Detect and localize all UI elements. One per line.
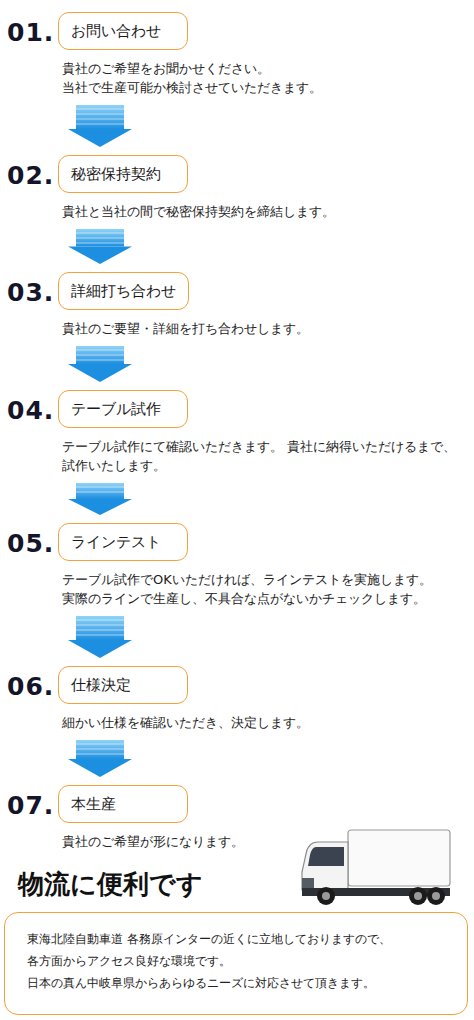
process-step: 仕様決定細かい仕様を確認いただき、決定します。 xyxy=(58,666,470,732)
process-step: 詳細打ち合わせ貴社のご要望・詳細を打ち合わせします。 xyxy=(58,272,470,338)
process-step: 秘密保持契約貴社と当社の間で秘密保持契約を締結します。 xyxy=(58,155,470,221)
step-number: 05. xyxy=(7,530,54,558)
step-number: 03. xyxy=(7,279,54,307)
flow-arrow xyxy=(68,740,132,777)
step-number: 02. xyxy=(7,162,54,190)
step-description: 細かい仕様を確認いただき、決定します。 xyxy=(62,713,470,732)
step-title: お問い合わせ xyxy=(58,12,188,50)
info-box: 東海北陸自動車道 各務原インターの近くに立地しておりますので、 各方面からアクセ… xyxy=(4,912,468,1015)
flow-arrow xyxy=(68,616,132,658)
step-title: 詳細打ち合わせ xyxy=(58,272,189,310)
step-title: 仕様決定 xyxy=(58,666,188,704)
flow-arrow xyxy=(68,346,132,382)
info-text: 東海北陸自動車道 各務原インターの近くに立地しておりますので、 各方面からアクセ… xyxy=(27,928,459,994)
step-title: 秘密保持契約 xyxy=(58,155,188,193)
process-step: お問い合わせ貴社のご希望をお聞かせください。 当社で生産可能か検討させていただき… xyxy=(58,12,470,97)
step-number: 06. xyxy=(7,673,54,701)
step-description: 貴社のご希望をお聞かせください。 当社で生産可能か検討させていただきます。 xyxy=(62,59,470,97)
process-step: テーブル試作テーブル試作にて確認いただきます。 貴社に納得いただけるまで、試作い… xyxy=(58,390,470,475)
flow-arrow xyxy=(68,105,132,147)
section-heading: 物流に便利です xyxy=(18,868,203,900)
step-description: 貴社のご要望・詳細を打ち合わせします。 xyxy=(62,319,470,338)
flow-arrow xyxy=(68,229,132,264)
step-description: テーブル試作にて確認いただきます。 貴社に納得いただけるまで、試作いたします。 xyxy=(62,437,470,475)
step-number: 04. xyxy=(7,397,54,425)
step-title: ラインテスト xyxy=(58,523,188,561)
step-title: テーブル試作 xyxy=(58,390,188,428)
process-step: ラインテストテーブル試作でOKいただければ、ラインテストを実施します。 実際のラ… xyxy=(58,523,470,608)
truck xyxy=(302,830,450,905)
step-number: 01. xyxy=(7,19,54,47)
step-number: 07. xyxy=(7,792,54,820)
step-description: 貴社のご希望が形になります。 xyxy=(62,832,470,851)
process-step: 本生産貴社のご希望が形になります。 xyxy=(58,785,470,851)
flow-arrow xyxy=(68,483,132,515)
step-title: 本生産 xyxy=(58,785,188,823)
step-description: テーブル試作でOKいただければ、ラインテストを実施します。 実際のラインで生産し… xyxy=(62,570,470,608)
step-description: 貴社と当社の間で秘密保持契約を締結します。 xyxy=(62,202,470,221)
